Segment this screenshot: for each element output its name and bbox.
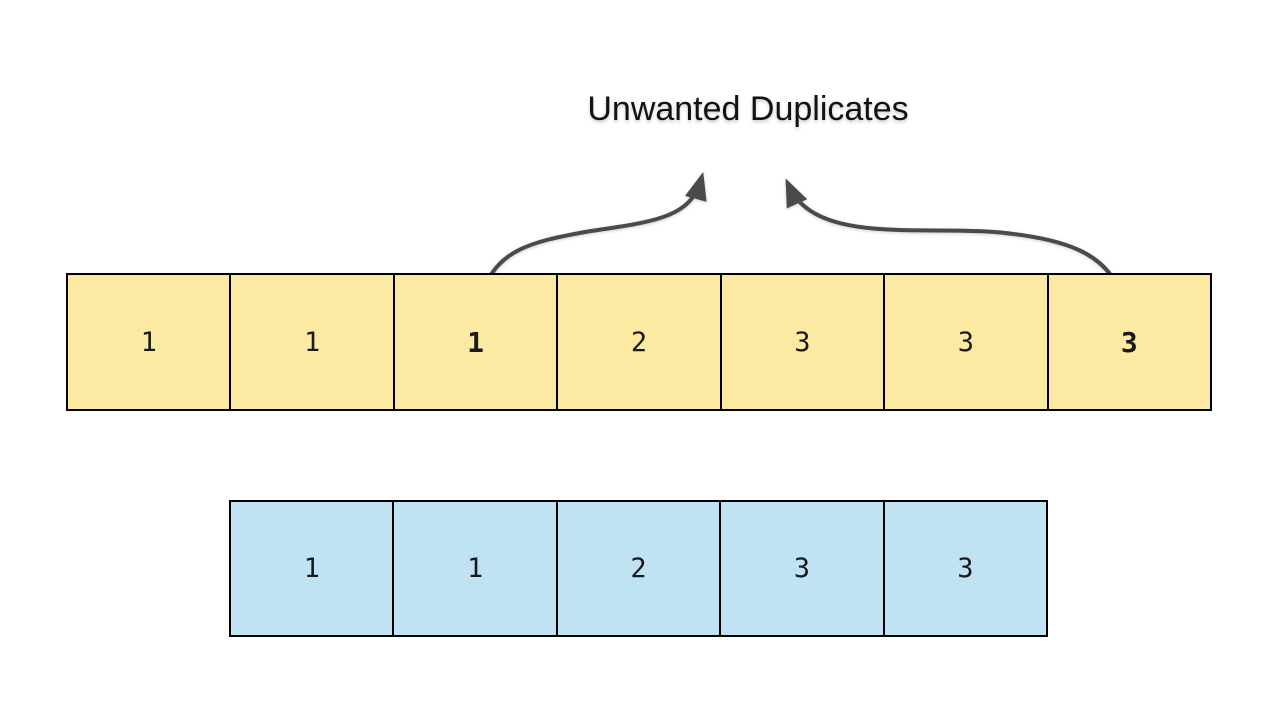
array-cell: 2 bbox=[556, 275, 719, 409]
array-cell: 3 bbox=[719, 275, 883, 409]
array-cell: 1 bbox=[140, 326, 157, 358]
array-cell: 1 bbox=[392, 275, 556, 409]
array-cell: 3 bbox=[719, 502, 882, 635]
array-cell: 1 bbox=[229, 275, 392, 409]
array-cell: 3 bbox=[882, 502, 1046, 635]
array-cell: 1 bbox=[303, 553, 320, 584]
array-cell: 3 bbox=[883, 275, 1046, 409]
array-cell: 2 bbox=[555, 502, 719, 635]
array-cell: 1 bbox=[392, 502, 555, 635]
deduplicated-array: 1 1 2 3 3 bbox=[229, 500, 1048, 637]
diagram-title: Unwanted Duplicates bbox=[587, 90, 909, 128]
array-with-duplicates: 1 1 1 2 3 3 3 bbox=[66, 273, 1212, 411]
array-cell: 3 bbox=[1046, 275, 1210, 409]
